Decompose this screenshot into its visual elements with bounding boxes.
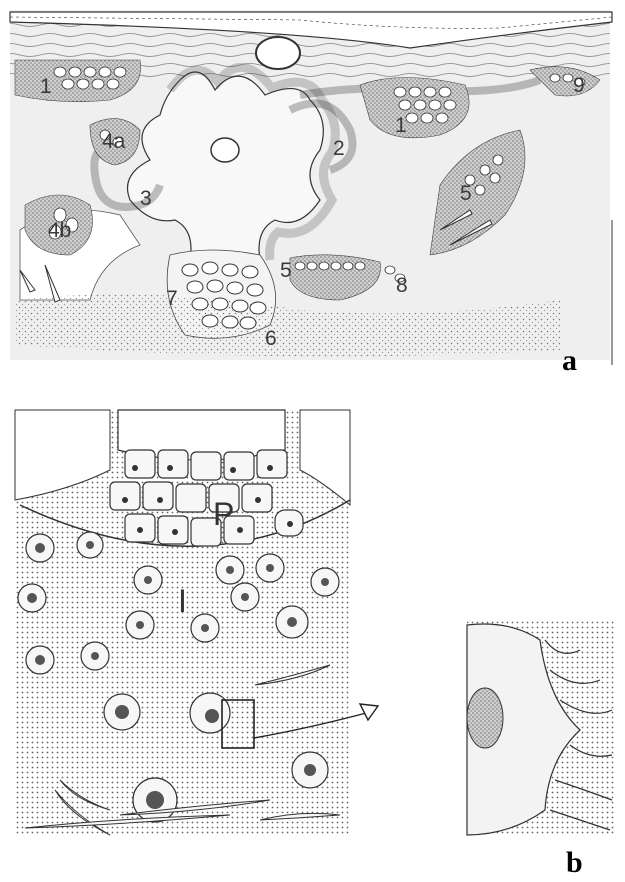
label-5-right: 5	[460, 182, 472, 205]
label-4a: 4a	[102, 130, 126, 153]
label-p: P	[213, 496, 234, 532]
label-4b: 4b	[48, 219, 71, 242]
label-7: 7	[166, 287, 178, 310]
label-8: 8	[396, 274, 408, 297]
panel-b: P I b	[15, 410, 615, 879]
label-i: I	[178, 583, 187, 619]
panel-b-label: b	[566, 846, 583, 879]
label-1-left: 1	[40, 75, 52, 98]
panel-a: 1 1 2 3 4a 4b 5 5 6 7 8 9 a	[10, 10, 612, 377]
label-1-right: 1	[395, 114, 407, 137]
label-6: 6	[265, 327, 277, 350]
label-2: 2	[333, 137, 345, 160]
panel-a-label: a	[562, 344, 577, 377]
label-3: 3	[140, 187, 152, 210]
label-5-lower: 5	[280, 259, 292, 282]
blood-vessel	[256, 37, 300, 69]
lumen-inclusion	[211, 138, 239, 162]
inset-detail	[467, 620, 615, 835]
label-9: 9	[573, 74, 585, 97]
inset-nucleus	[467, 688, 503, 748]
